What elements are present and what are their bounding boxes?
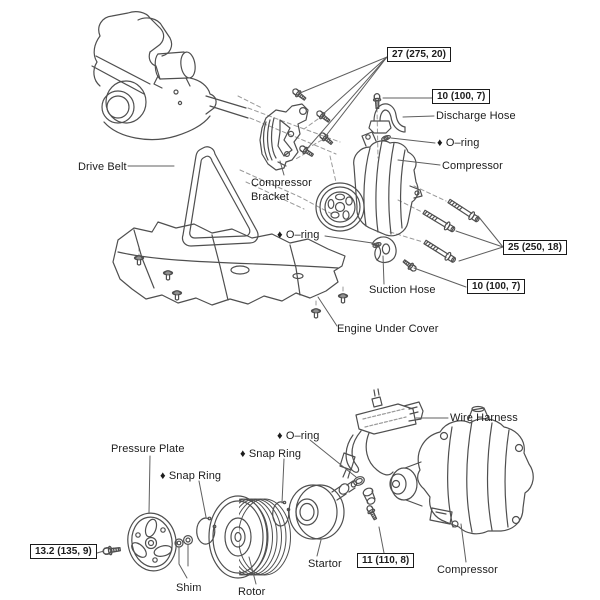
label-compressor-top: Compressor xyxy=(442,160,503,172)
o-ring-bottom-drawing xyxy=(353,476,365,486)
label-shim: Shim xyxy=(176,582,202,594)
snap-ring-front-drawing xyxy=(196,516,217,545)
label-rotor: Rotor xyxy=(238,586,266,598)
label-snap-ring-front: ♦ Snap Ring xyxy=(160,470,222,482)
label-o-ring-upper: ♦ O–ring xyxy=(437,137,480,149)
rotor-drawing xyxy=(208,495,291,579)
label-wire-harness: Wire Harness xyxy=(450,412,518,424)
shaft-bolt-drawing xyxy=(101,544,122,557)
startor-drawing xyxy=(288,480,358,540)
torque-spec-suction-bolt: 10 (100, 7) xyxy=(467,279,526,294)
label-o-ring-mid: ♦ O–ring xyxy=(277,229,320,241)
pressure-plate-drawing xyxy=(127,512,177,572)
label-o-ring-bottom: ♦ O–ring xyxy=(277,430,320,442)
o-ring-mid-drawing xyxy=(372,242,382,248)
wire-harness-drawing xyxy=(339,388,424,479)
label-engine-under-cover: Engine Under Cover xyxy=(337,323,439,335)
torque-spec-stator-bolt: 11 (110, 8) xyxy=(357,553,415,568)
label-suction-hose: Suction Hose xyxy=(369,284,436,296)
label-discharge-hose: Discharge Hose xyxy=(436,110,516,122)
discharge-hose-drawing xyxy=(368,92,406,134)
drive-belt-drawing xyxy=(181,146,259,247)
label-snap-ring-rear: ♦ Snap Ring xyxy=(240,448,302,460)
label-startor: Startor xyxy=(308,558,342,570)
label-drive-belt: Drive Belt xyxy=(78,161,127,173)
torque-spec-discharge-bolt: 10 (100, 7) xyxy=(432,89,491,104)
suction-hose-drawing xyxy=(371,236,397,264)
label-compressor-bottom: Compressor xyxy=(437,564,498,576)
torque-spec-shaft-bolt: 13.2 (135, 9) xyxy=(30,544,97,559)
o-ring-upper-drawing xyxy=(381,134,391,142)
engine-under-cover-drawing xyxy=(112,221,349,319)
engine-drawing xyxy=(91,11,249,141)
compressor-top-drawing xyxy=(315,131,423,237)
thermal-sensor-drawing xyxy=(362,487,376,505)
compressor-bottom-drawing xyxy=(389,405,534,535)
shim-drawing xyxy=(174,534,194,548)
torque-spec-bracket-bolts: 27 (275, 20) xyxy=(387,47,451,62)
compressor-bracket-drawing xyxy=(259,103,309,171)
torque-spec-compressor-bolts: 25 (250, 18) xyxy=(503,240,567,255)
leader-lines xyxy=(96,56,504,585)
label-compressor-bracket: Compressor Bracket xyxy=(251,177,312,204)
stator-bolt-drawing xyxy=(364,503,380,522)
label-pressure-plate: Pressure Plate xyxy=(111,443,185,455)
